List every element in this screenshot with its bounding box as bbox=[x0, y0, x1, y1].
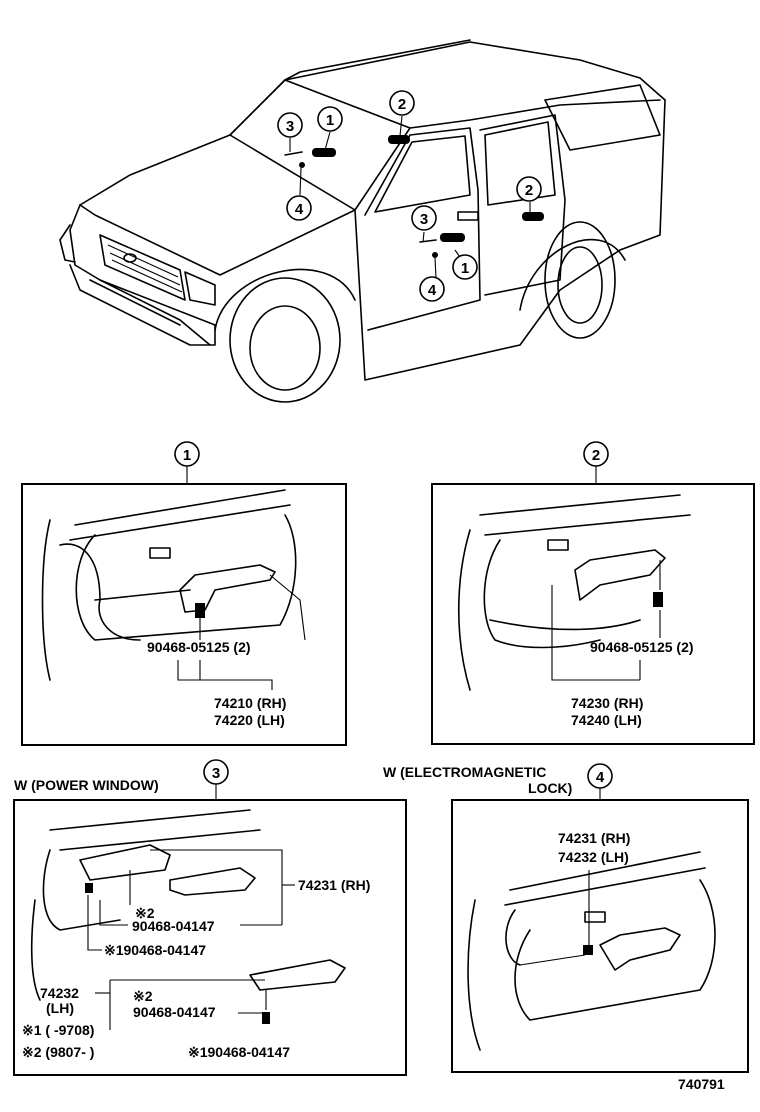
panel-4-door-trim bbox=[467, 851, 716, 1051]
panel-2-marker: 2 bbox=[583, 441, 609, 467]
callout-3-vehicle-b: 3 bbox=[411, 205, 437, 231]
panel-3-part-rh: 74231 (RH) bbox=[298, 877, 370, 893]
callout-2-vehicle-a: 2 bbox=[389, 90, 415, 116]
panel-4-marker: 4 bbox=[587, 763, 613, 789]
callout-3-vehicle-a: 3 bbox=[277, 112, 303, 138]
callout-4-vehicle-b: 4 bbox=[419, 276, 445, 302]
panel-2-screw-label: 90468-05125 (2) bbox=[590, 639, 694, 655]
panel-3-marker: 3 bbox=[203, 759, 229, 785]
panel-3-part-lh: 74232 bbox=[40, 985, 79, 1001]
panel-4-part-lh: 74232 (LH) bbox=[558, 849, 629, 865]
vehicle-callout-leaders bbox=[289, 115, 531, 279]
panel-2-door-trim bbox=[458, 494, 691, 691]
panel-3-title: W (POWER WINDOW) bbox=[14, 777, 159, 793]
panel-4-title-line1: W (ELECTROMAGNETIC bbox=[383, 764, 546, 780]
svg-text:1: 1 bbox=[461, 260, 469, 277]
svg-text:2: 2 bbox=[592, 447, 600, 464]
panel-1-marker: 1 bbox=[174, 441, 200, 467]
panel-3-note2-b: ※2 bbox=[133, 988, 153, 1004]
panel-4-frame bbox=[451, 799, 749, 1073]
vehicle-illustration bbox=[59, 39, 666, 403]
svg-text:4: 4 bbox=[596, 769, 605, 786]
panel-3-note1-screw: ※190468-04147 bbox=[104, 942, 206, 958]
panel-1-screw-label: 90468-05125 (2) bbox=[147, 639, 251, 655]
callout-1-vehicle-b: 1 bbox=[452, 254, 478, 280]
svg-text:1: 1 bbox=[326, 112, 334, 129]
panel-3-frame bbox=[13, 799, 407, 1076]
figure-id: 740791 bbox=[678, 1076, 725, 1092]
panel-3-part-lh-side: (LH) bbox=[46, 1000, 74, 1016]
panel-2-part-lh: 74240 (LH) bbox=[571, 712, 642, 728]
panel-4-part-rh: 74231 (RH) bbox=[558, 830, 630, 846]
panel-1-door-trim bbox=[41, 489, 297, 681]
svg-text:2: 2 bbox=[398, 96, 406, 113]
callout-2-vehicle-b: 2 bbox=[516, 176, 542, 202]
panel-3-screw-a: 90468-04147 bbox=[132, 918, 215, 934]
callout-1-vehicle-a: 1 bbox=[317, 106, 343, 132]
panel-3-note1-screw-b: ※190468-04147 bbox=[188, 1044, 290, 1060]
panel-3-footnote-2: ※2 (9807- ) bbox=[22, 1044, 94, 1060]
panel-1-frame bbox=[21, 483, 347, 746]
svg-text:2: 2 bbox=[525, 182, 533, 199]
svg-text:3: 3 bbox=[286, 118, 294, 135]
panel-2: 2 90468-05125 (2) 74230 (RH) 74240 (LH) bbox=[431, 441, 755, 745]
panel-3: W (POWER WINDOW) 3 74231 (RH) ※2 90468-0… bbox=[13, 759, 407, 1076]
panel-3-note2-a: ※2 bbox=[135, 905, 155, 921]
panel-3-door-trim bbox=[30, 809, 346, 1024]
svg-text:3: 3 bbox=[212, 765, 220, 782]
svg-text:3: 3 bbox=[420, 211, 428, 228]
svg-text:4: 4 bbox=[295, 201, 304, 218]
panel-1: 1 90468-05125 (2) 74210 (RH) 74220 (LH) bbox=[21, 441, 347, 746]
panel-1-part-rh: 74210 (RH) bbox=[214, 695, 286, 711]
svg-text:1: 1 bbox=[183, 447, 191, 464]
panel-3-footnote-1: ※1 ( -9708) bbox=[22, 1022, 94, 1038]
panel-4-title-line2: LOCK) bbox=[528, 780, 572, 796]
panel-2-part-rh: 74230 (RH) bbox=[571, 695, 643, 711]
panel-1-part-lh: 74220 (LH) bbox=[214, 712, 285, 728]
panel-3-screw-b: 90468-04147 bbox=[133, 1004, 216, 1020]
panel-4: W (ELECTROMAGNETIC LOCK) 4 74231 (RH) 74… bbox=[383, 763, 749, 1073]
panel-2-frame bbox=[431, 483, 755, 745]
callout-4-vehicle-a: 4 bbox=[286, 195, 312, 221]
svg-text:4: 4 bbox=[428, 282, 437, 299]
